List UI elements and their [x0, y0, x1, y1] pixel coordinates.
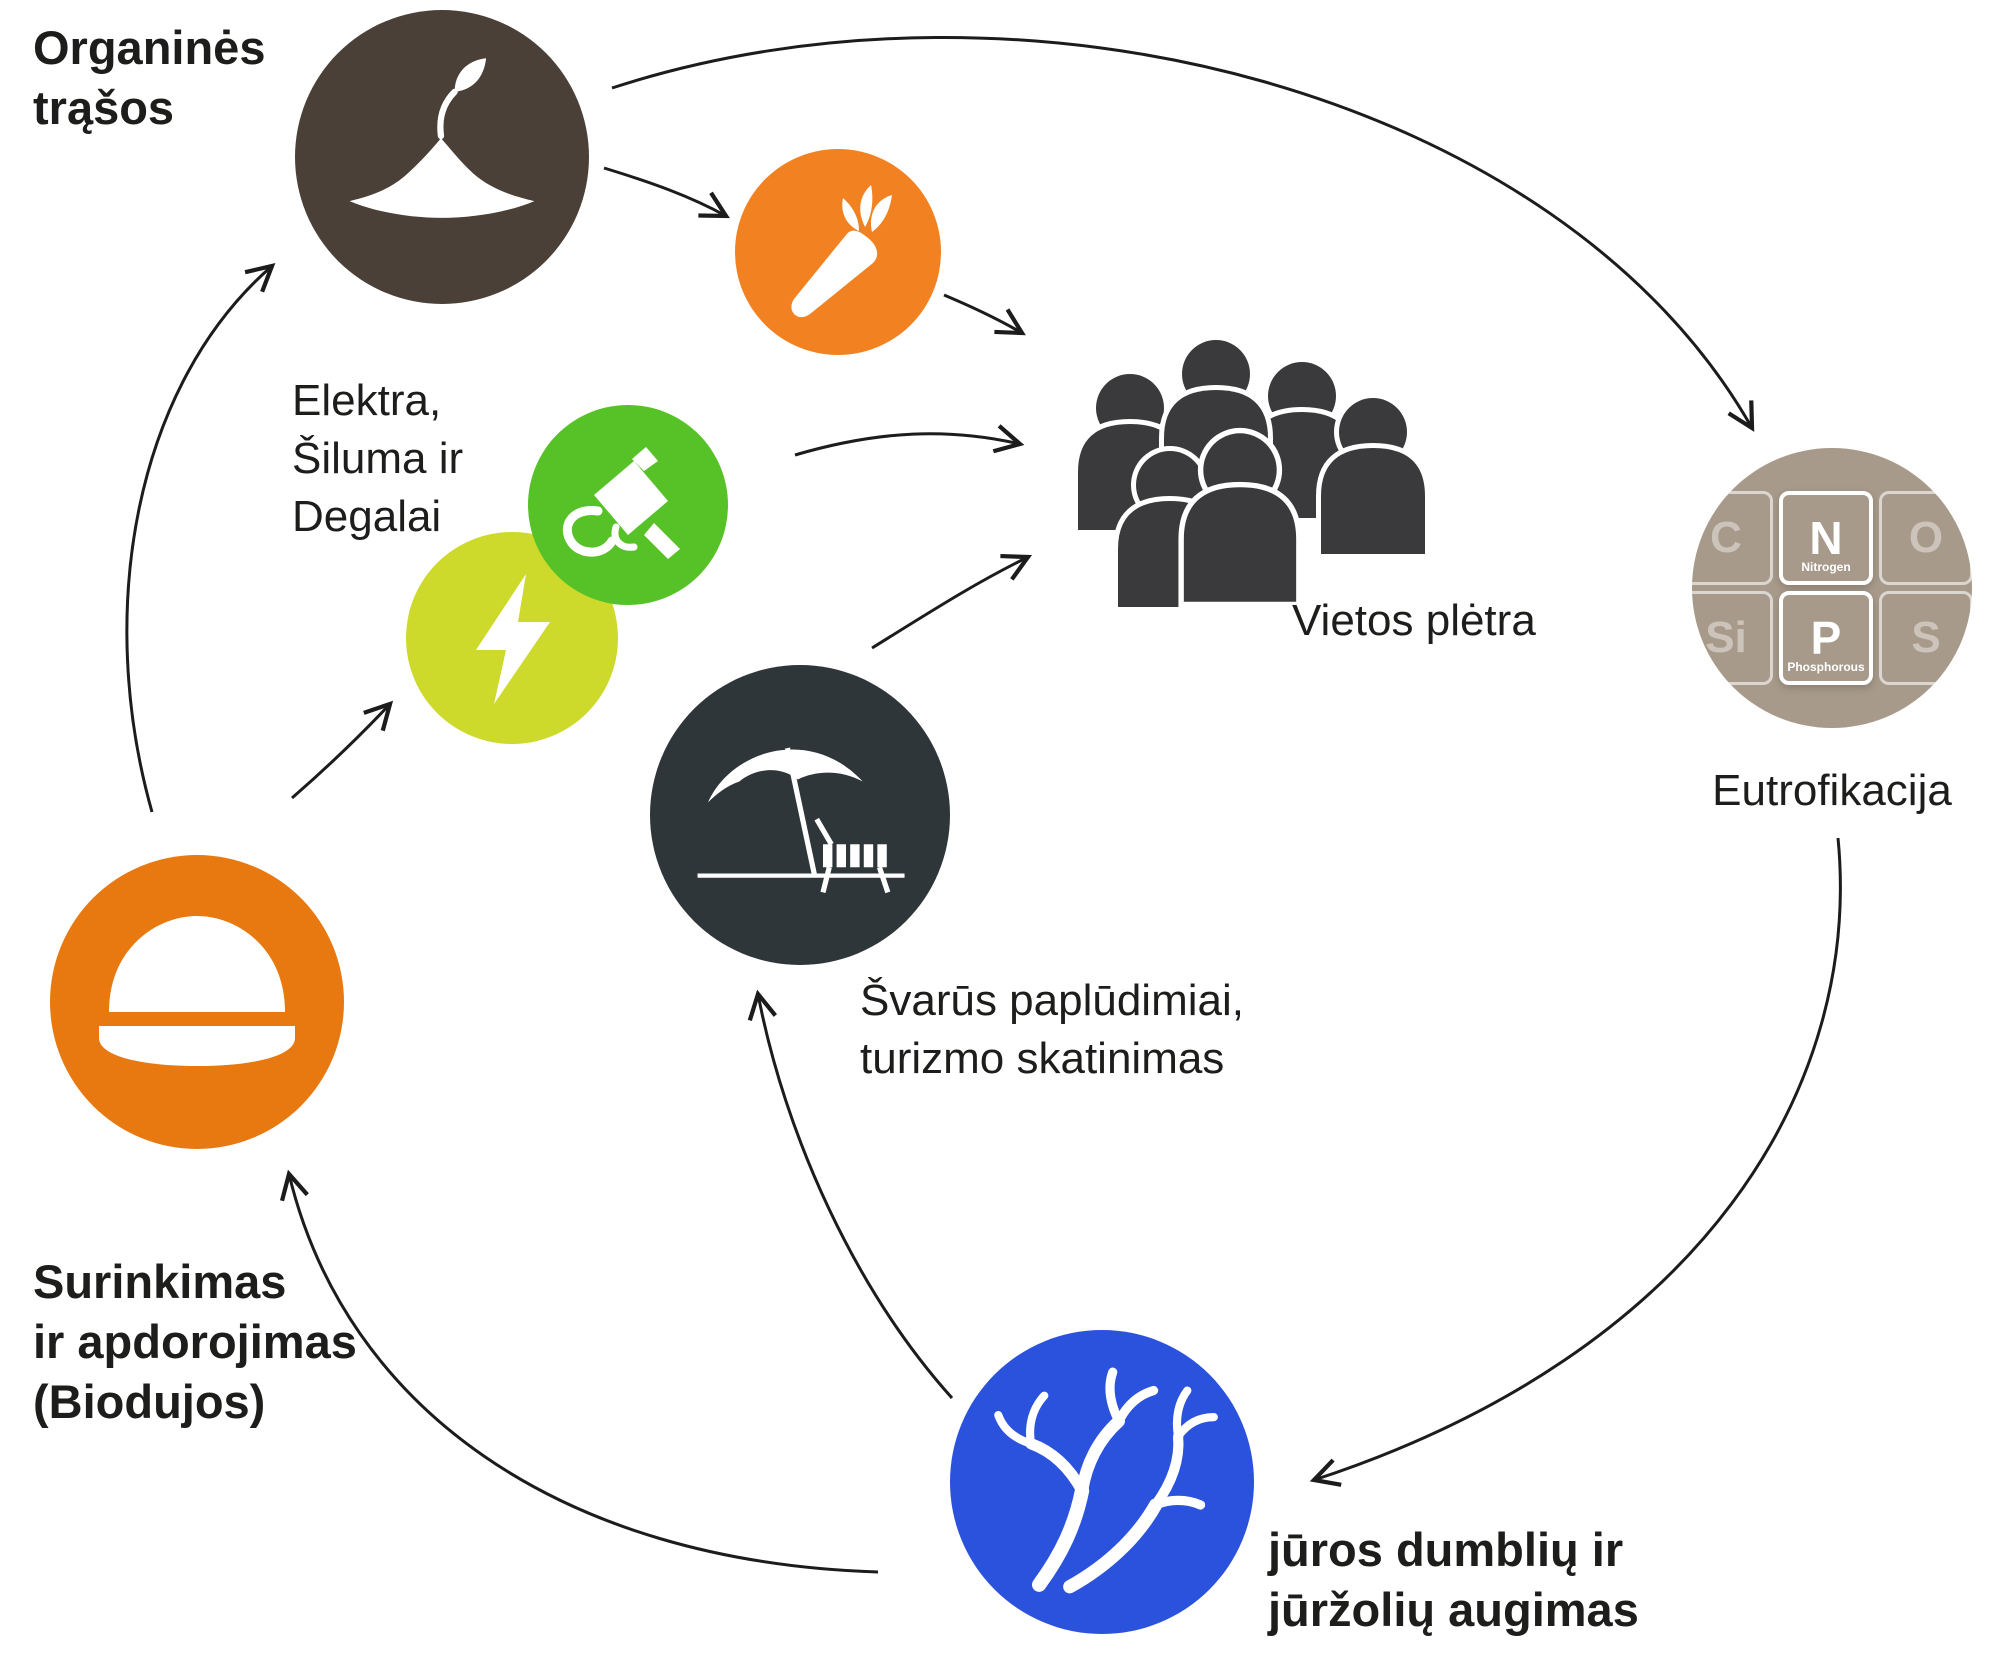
- element-name-phosphorus: Phosphorous: [1787, 660, 1865, 674]
- element-tile-phosphorus: P Phosphorous: [1779, 591, 1873, 685]
- arrow-food-to-development: [943, 293, 1026, 336]
- seaweed-icon: [993, 1367, 1218, 1593]
- organic-fertilizer-node: [295, 10, 589, 304]
- arrow-fertilizer-to-food: [603, 166, 730, 219]
- arrow-eutrophication-to-seaweed: [1309, 837, 1842, 1487]
- element-tile-silicon: Si: [1692, 591, 1773, 685]
- arrow-biogas-to-energy: [291, 700, 394, 800]
- element-tile-carbon: C: [1692, 491, 1773, 585]
- fuel-node: [528, 405, 728, 605]
- tourism-label: Švarūs paplūdimiai, turizmo skatinimas: [860, 976, 1244, 1084]
- local-development-label: Vietos plėtra: [1292, 596, 1536, 645]
- biogas-node: [50, 855, 344, 1149]
- element-name-nitrogen: Nitrogen: [1801, 560, 1851, 574]
- arrow-energy-to-development: [794, 424, 1025, 457]
- eutrophication-node: C N Nitrogen O Si P Phosphorous S: [1692, 448, 1972, 728]
- biogas-label: Surinkimas ir apdorojimas (Biodujos): [33, 1255, 357, 1429]
- soil-sprout-icon: [349, 58, 535, 218]
- arrow-biogas-to-fertilizer: [125, 263, 276, 813]
- energy-label: Elektra, Šiluma ir Degalai: [292, 376, 464, 542]
- element-tile-nitrogen: N Nitrogen: [1779, 491, 1873, 585]
- element-tile-oxygen: O: [1879, 491, 1972, 585]
- element-tile-sulfur: S: [1879, 591, 1972, 685]
- biogas-dome-icon: [99, 916, 295, 1066]
- organic-fertilizer-label: Organinės trąšos: [33, 21, 266, 135]
- carrot-icon: [791, 185, 892, 318]
- fuel-nozzle-icon: [562, 447, 680, 559]
- eutrophication-label: Eutrofikacija: [1712, 766, 1952, 815]
- food-node: [735, 149, 941, 355]
- periodic-elements-grid: C N Nitrogen O Si P Phosphorous S: [1692, 491, 1972, 685]
- arrow-tourism-to-development: [871, 553, 1033, 650]
- lightning-icon: [476, 574, 550, 704]
- beach-umbrella-icon: [697, 747, 905, 894]
- arrow-seaweed-to-biogas: [280, 1169, 879, 1574]
- seaweed-node: [950, 1330, 1254, 1634]
- seaweed-label: jūros dumblių ir jūržolių augimas: [1268, 1523, 1639, 1637]
- tourism-node: [650, 665, 950, 965]
- people-group-icon: [1040, 300, 1440, 630]
